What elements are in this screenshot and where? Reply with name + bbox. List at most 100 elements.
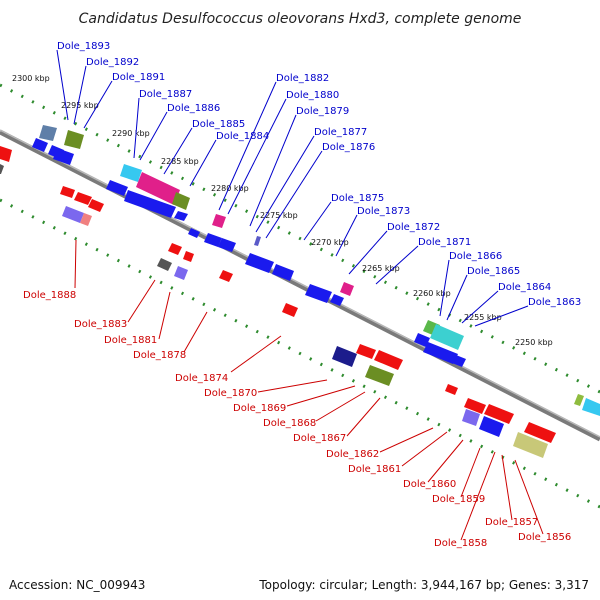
scale-label: 2275 kbp xyxy=(260,211,298,220)
upper-leader-lines xyxy=(56,49,529,327)
feature-arrow xyxy=(452,355,466,367)
feature-block xyxy=(212,214,226,228)
gene-label: Dole_1867 xyxy=(293,433,346,444)
gene-label: Dole_1877 xyxy=(314,127,367,138)
gene-label: Dole_1859 xyxy=(432,494,485,505)
scale-label: 2270 kbp xyxy=(311,238,349,247)
feature-arrow xyxy=(282,303,298,317)
feature-block xyxy=(340,282,354,296)
gene-label: Dole_1887 xyxy=(139,89,192,100)
accession-text: Accession: NC_009943 xyxy=(9,578,146,592)
scale-label: 2290 kbp xyxy=(112,129,150,138)
feature-arrow xyxy=(32,138,48,152)
gene-label: Dole_1868 xyxy=(263,418,316,429)
feature-arrow xyxy=(53,148,74,165)
gene-label: Dole_1886 xyxy=(167,103,220,114)
reverse-strand-features xyxy=(0,146,556,458)
gene-label: Dole_1857 xyxy=(485,517,538,528)
feature-arrow xyxy=(219,270,233,282)
gene-label: Dole_1861 xyxy=(348,464,401,475)
scale-label: 2255 kbp xyxy=(464,313,502,322)
feature-block xyxy=(136,172,180,205)
map-title: Candidatus Desulfococcus oleovorans Hxd3… xyxy=(79,11,522,27)
feature-block xyxy=(513,432,548,458)
gene-label: Dole_1892 xyxy=(86,57,139,68)
gene-label: Dole_1863 xyxy=(528,297,581,308)
gene-label: Dole_1883 xyxy=(74,319,127,330)
feature-block xyxy=(365,365,394,386)
gene-label: Dole_1884 xyxy=(216,131,269,142)
gene-label: Dole_1856 xyxy=(518,532,571,543)
gene-label: Dole_1872 xyxy=(387,222,440,233)
feature-arrow xyxy=(374,350,403,370)
feature-arrow xyxy=(74,192,92,205)
genome-backbone-highlight xyxy=(0,129,600,438)
gene-label: Dole_1878 xyxy=(133,350,186,361)
gene-label: Dole_1893 xyxy=(57,41,110,52)
feature-arrow xyxy=(168,243,182,255)
feature-arrow xyxy=(524,422,556,443)
gene-label: Dole_1858 xyxy=(434,538,487,549)
lower-leader-lines xyxy=(74,239,544,541)
feature-block xyxy=(62,206,84,223)
feature-block xyxy=(157,258,172,271)
gene-label: Dole_1860 xyxy=(403,479,456,490)
feature-arrow xyxy=(245,253,274,273)
lower-gene-labels: Dole_1888 Dole_1883 Dole_1881 Dole_1878 … xyxy=(23,290,571,549)
feature-block xyxy=(254,236,261,246)
gene-label: Dole_1869 xyxy=(233,403,286,414)
upper-tick-track xyxy=(0,83,600,394)
topology-text: Topology: circular; Length: 3,944,167 bp… xyxy=(259,578,589,592)
gene-label: Dole_1874 xyxy=(175,373,228,384)
feature-arrow xyxy=(330,294,344,306)
feature-arrow xyxy=(272,264,294,281)
gene-label: Dole_1882 xyxy=(276,73,329,84)
scale-label: 2250 kbp xyxy=(515,338,553,347)
feature-block xyxy=(172,192,190,210)
gene-label: Dole_1879 xyxy=(296,106,349,117)
feature-arrow xyxy=(464,398,486,414)
gene-label: Dole_1881 xyxy=(104,335,157,346)
feature-arrow xyxy=(423,342,458,364)
feature-arrow xyxy=(188,228,200,238)
feature-arrow xyxy=(88,199,104,212)
genome-backbone xyxy=(0,129,600,442)
scale-label: 2260 kbp xyxy=(413,289,451,298)
gene-label: Dole_1873 xyxy=(357,206,410,217)
scale-labels: 2300 kbp 2295 kbp 2290 kbp 2285 kbp 2280… xyxy=(12,74,553,347)
gene-label: Dole_1888 xyxy=(23,290,76,301)
feature-arrow xyxy=(204,233,222,247)
feature-arrow xyxy=(183,251,194,262)
feature-block xyxy=(462,409,480,426)
scale-label: 2300 kbp xyxy=(12,74,50,83)
feature-arrow xyxy=(60,186,75,198)
gene-label: Dole_1876 xyxy=(322,142,375,153)
lower-tick-track xyxy=(0,198,600,509)
feature-arrow xyxy=(0,146,12,162)
scale-label: 2265 kbp xyxy=(362,264,400,273)
feature-arrow xyxy=(174,211,188,221)
gene-label: Dole_1864 xyxy=(498,282,551,293)
feature-block xyxy=(80,213,92,226)
gene-label: Dole_1875 xyxy=(331,193,384,204)
feature-block xyxy=(174,266,188,280)
feature-block xyxy=(39,125,57,141)
gene-label: Dole_1871 xyxy=(418,237,471,248)
scale-label: 2295 kbp xyxy=(61,101,99,110)
feature-block xyxy=(479,416,504,437)
scale-label: 2280 kbp xyxy=(211,184,249,193)
feature-arrow xyxy=(484,404,514,424)
scale-label: 2285 kbp xyxy=(161,157,199,166)
feature-arrow xyxy=(414,333,430,347)
gene-label: Dole_1891 xyxy=(112,72,165,83)
feature-block xyxy=(332,346,357,367)
feature-arrow xyxy=(305,284,332,303)
feature-block xyxy=(120,164,142,182)
feature-arrow xyxy=(445,384,458,395)
feature-block xyxy=(582,398,600,416)
gene-label: Dole_1870 xyxy=(204,388,257,399)
feature-arrow xyxy=(218,238,236,252)
feature-block xyxy=(64,130,84,149)
feature-block xyxy=(0,164,4,174)
